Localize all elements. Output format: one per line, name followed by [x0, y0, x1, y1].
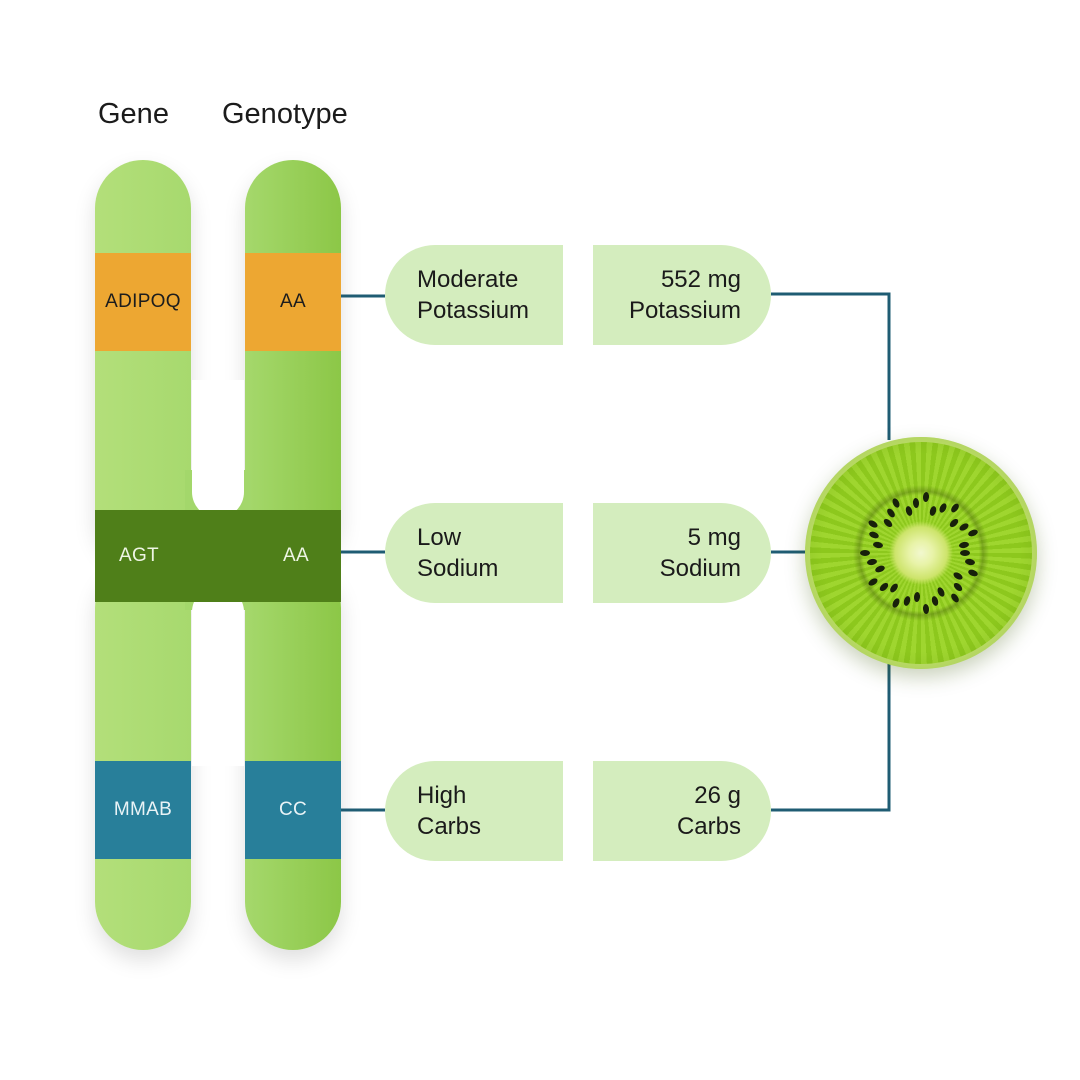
gene-label-agt: AGT — [119, 545, 159, 566]
gene-band-mmab: MMAB — [95, 761, 191, 859]
kiwi-seed — [874, 564, 886, 574]
amount-nutrient: Carbs — [676, 813, 741, 840]
kiwi-seed — [930, 595, 939, 607]
risk-pill-carbs: High Carbs — [385, 761, 563, 861]
kiwi-seed — [958, 541, 970, 549]
amount-nutrient: Sodium — [659, 555, 741, 582]
chromosome-genotype-arm-top — [245, 160, 341, 560]
amount-nutrient: Potassium — [628, 297, 741, 324]
kiwi-seed — [913, 591, 921, 603]
kiwi-seed — [922, 491, 930, 503]
kiwi-seed — [878, 581, 890, 593]
kiwi-seed — [928, 505, 938, 517]
kiwi-seed — [885, 507, 897, 519]
kiwi-seed — [904, 505, 914, 517]
kiwi-seed — [867, 577, 880, 588]
kiwi-seed — [867, 518, 880, 529]
centromere-notch-bottom — [192, 586, 244, 766]
kiwi-seed — [947, 517, 960, 529]
kiwi-seed — [912, 497, 920, 509]
risk-pill-sodium: Low Sodium — [385, 503, 563, 603]
kiwi-seed — [967, 568, 979, 578]
amount-value: 552 mg — [660, 266, 741, 293]
kiwi-seed — [872, 541, 884, 549]
kiwi-seed — [964, 558, 976, 567]
genotype-band-adipoq: AA — [245, 253, 341, 351]
risk-level: High — [417, 782, 467, 809]
gene-band-agt: AGT AA — [95, 510, 341, 602]
kiwi-seed — [960, 550, 970, 556]
chromosome-genotype-arm-bottom — [245, 560, 341, 950]
kiwi-seed — [891, 497, 901, 509]
risk-nutrient: Carbs — [417, 813, 482, 840]
gene-band-adipoq: ADIPOQ — [95, 253, 191, 351]
connector-row3-right — [771, 664, 891, 812]
kiwi-seed — [957, 521, 970, 532]
kiwi-seed — [891, 597, 901, 609]
gene-header: Gene — [98, 98, 169, 130]
kiwi-seed — [868, 530, 881, 540]
genotype-band-mmab: CC — [245, 761, 341, 859]
kiwi-seed — [952, 581, 964, 593]
amount-pill-sodium: 5 mg Sodium — [593, 503, 771, 603]
chromosome-gene-arm-top — [95, 160, 191, 560]
risk-level: Moderate — [417, 266, 519, 293]
kiwi-seed — [949, 591, 961, 604]
kiwi-seed — [949, 502, 961, 515]
genotype-header: Genotype — [222, 98, 348, 130]
risk-nutrient: Potassium — [417, 297, 530, 324]
risk-pill-potassium: Moderate Potassium — [385, 245, 563, 345]
kiwi-seed — [903, 595, 912, 607]
kiwi-seed — [889, 582, 900, 594]
genotype-label-agt: AA — [283, 545, 309, 566]
kiwi-seed — [967, 528, 979, 538]
risk-nutrient: Sodium — [417, 555, 499, 582]
amount-value: 26 g — [694, 782, 741, 809]
kiwi-seed — [860, 550, 870, 556]
risk-level: Low — [417, 524, 462, 551]
chromosome-gene-arm-bottom — [95, 560, 191, 950]
amount-value: 5 mg — [687, 524, 741, 551]
kiwi-seed — [922, 603, 930, 615]
kiwi-seed — [882, 517, 895, 529]
kiwi-seed — [866, 558, 878, 567]
kiwi-slice-icon — [805, 437, 1037, 669]
amount-pill-potassium: 552 mg Potassium — [593, 245, 771, 345]
centromere-notch-top — [192, 380, 244, 518]
kiwi-seed — [938, 502, 949, 515]
connector-row1-right — [771, 292, 891, 440]
kiwi-seed — [952, 570, 965, 582]
amount-pill-carbs: 26 g Carbs — [593, 761, 771, 861]
kiwi-seed — [935, 586, 946, 599]
